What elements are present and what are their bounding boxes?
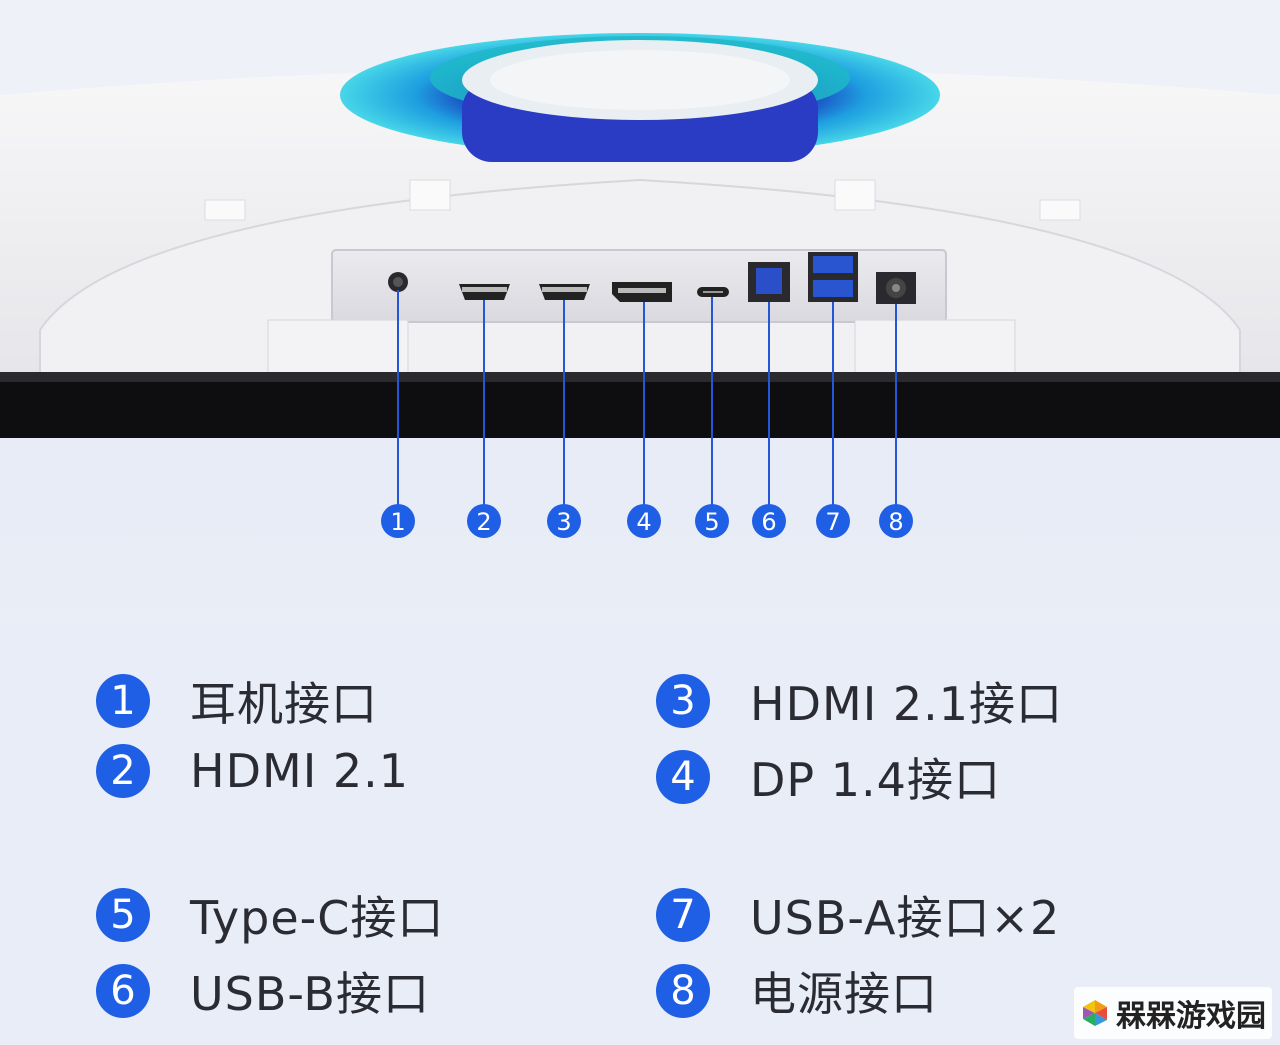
watermark-text: 槑槑游戏园	[1116, 999, 1266, 1034]
displayport-icon	[612, 282, 672, 302]
callout-marker-5: 5	[695, 504, 729, 538]
legend-badge-1: 1	[96, 674, 150, 728]
legend-badge-8: 8	[656, 964, 710, 1018]
legend-item-1: 1 耳机接口	[96, 668, 378, 734]
svg-text:2: 2	[476, 508, 491, 536]
legend-item-3: 3 HDMI 2.1接口	[656, 668, 1063, 734]
legend-label-3: HDMI 2.1接口	[750, 677, 1064, 731]
legend-item-6: 6 USB-B接口	[96, 958, 430, 1024]
power-jack-icon	[876, 272, 916, 304]
callout-marker-3: 3	[547, 504, 581, 538]
legend-badge-4: 4	[656, 750, 710, 804]
svg-text:7: 7	[825, 508, 840, 536]
legend-label-4: DP 1.4接口	[750, 753, 1001, 807]
legend-panel	[0, 620, 1280, 1045]
bezel-top	[0, 372, 1280, 382]
rgb-light-ring	[340, 33, 940, 162]
svg-text:1: 1	[390, 508, 405, 536]
watermark-logo-icon	[1083, 1000, 1107, 1026]
legend-label-8: 电源接口	[750, 967, 938, 1021]
usb-b-port-icon	[748, 262, 790, 302]
legend-label-1: 耳机接口	[190, 677, 378, 731]
usb-a-ports-icon	[808, 252, 858, 302]
legend-item-7: 7 USB-A接口×2	[656, 882, 1060, 948]
svg-text:8: 8	[888, 508, 903, 536]
legend-item-8: 8 电源接口	[656, 958, 938, 1024]
headphone-jack-icon	[388, 272, 408, 292]
watermark: 槑槑游戏园	[1074, 987, 1272, 1039]
svg-text:5: 5	[704, 508, 719, 536]
hdmi-port-1-icon	[459, 284, 510, 300]
legend-item-4: 4 DP 1.4接口	[656, 744, 1001, 810]
callout-marker-8: 8	[879, 504, 913, 538]
callout-lines	[397, 290, 897, 505]
callout-marker-1: 1	[381, 504, 415, 538]
legend-label-2: HDMI 2.1	[190, 744, 410, 798]
legend-badge-2: 2	[96, 744, 150, 798]
callout-marker-2: 2	[467, 504, 501, 538]
legend-label-7: USB-A接口×2	[750, 891, 1061, 945]
svg-text:6: 6	[761, 508, 776, 536]
svg-text:4: 4	[636, 508, 651, 536]
legend-label-5: Type-C接口	[190, 891, 445, 945]
usb-c-port-icon	[697, 287, 729, 297]
legend-item-2: 2 HDMI 2.1	[96, 744, 409, 798]
legend-label-6: USB-B接口	[190, 967, 430, 1021]
bezel-edge	[0, 382, 1280, 438]
callout-marker-7: 7	[816, 504, 850, 538]
legend-badge-6: 6	[96, 964, 150, 1018]
legend-badge-7: 7	[656, 888, 710, 942]
callout-marker-4: 4	[627, 504, 661, 538]
legend-badge-3: 3	[656, 674, 710, 728]
hdmi-port-2-icon	[539, 284, 590, 300]
svg-text:3: 3	[556, 508, 571, 536]
legend-badge-5: 5	[96, 888, 150, 942]
legend-item-5: 5 Type-C接口	[96, 882, 444, 948]
callout-marker-6: 6	[752, 504, 786, 538]
